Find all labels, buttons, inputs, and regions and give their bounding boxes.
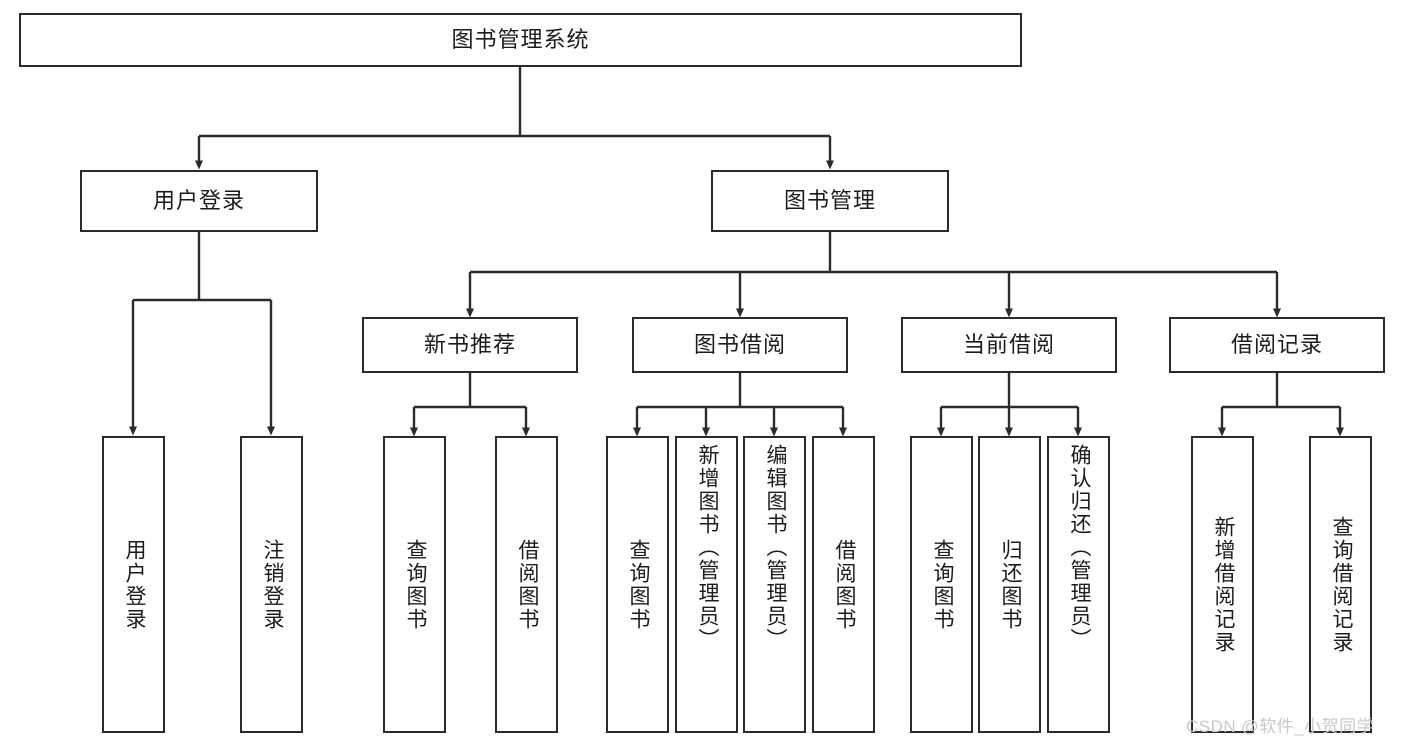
leaf-edit-book-label: 编辑图书（管理员） — [763, 444, 787, 651]
leaf-add-book[interactable]: 新增图书（管理员） — [675, 436, 738, 733]
node-root[interactable]: 图书管理系统 — [19, 13, 1022, 67]
leaf-borrow-book-rec[interactable]: 借阅图书 — [495, 436, 558, 733]
node-current-borrow-label: 当前借阅 — [962, 331, 1055, 357]
node-user-login-label: 用户登录 — [152, 187, 245, 213]
node-book-manage[interactable]: 图书管理 — [711, 170, 949, 232]
leaf-query-record[interactable]: 查询借阅记录 — [1309, 436, 1372, 733]
leaf-return-book[interactable]: 归还图书 — [978, 436, 1041, 733]
leaf-confirm-return-label: 确认归还（管理员） — [1067, 444, 1091, 651]
leaf-add-record[interactable]: 新增借阅记录 — [1191, 436, 1254, 733]
leaf-user-logout-label: 注销登录 — [260, 538, 284, 631]
node-borrow-record-label: 借阅记录 — [1230, 331, 1323, 357]
leaf-query-book-cur[interactable]: 查询图书 — [910, 436, 973, 733]
node-new-book-rec[interactable]: 新书推荐 — [362, 317, 578, 373]
node-user-login[interactable]: 用户登录 — [80, 170, 318, 232]
node-current-borrow[interactable]: 当前借阅 — [901, 317, 1117, 373]
node-book-borrow-label: 图书借阅 — [693, 331, 786, 357]
node-book-manage-label: 图书管理 — [783, 187, 876, 213]
leaf-add-record-label: 新增借阅记录 — [1211, 515, 1235, 654]
leaf-user-logout[interactable]: 注销登录 — [240, 436, 303, 733]
watermark: CSDN @软件_小贺同学 — [1186, 717, 1375, 736]
node-root-label: 图书管理系统 — [451, 26, 590, 52]
leaf-query-book-borrow-label: 查询图书 — [626, 538, 650, 631]
leaf-query-book-rec-label: 查询图书 — [403, 538, 427, 631]
node-borrow-record[interactable]: 借阅记录 — [1169, 317, 1385, 373]
leaf-borrow-book-rec-label: 借阅图书 — [515, 538, 539, 631]
leaf-user-login[interactable]: 用户登录 — [102, 436, 165, 733]
leaf-edit-book[interactable]: 编辑图书（管理员） — [743, 436, 806, 733]
leaf-user-login-label: 用户登录 — [122, 538, 146, 631]
leaf-query-book-cur-label: 查询图书 — [930, 538, 954, 631]
leaf-query-record-label: 查询借阅记录 — [1329, 515, 1353, 654]
leaf-borrow-book[interactable]: 借阅图书 — [812, 436, 875, 733]
node-book-borrow[interactable]: 图书借阅 — [632, 317, 848, 373]
leaf-query-book-borrow[interactable]: 查询图书 — [606, 436, 669, 733]
leaf-add-book-label: 新增图书（管理员） — [695, 444, 719, 651]
leaf-borrow-book-label: 借阅图书 — [832, 538, 856, 631]
leaf-return-book-label: 归还图书 — [998, 538, 1022, 631]
leaf-confirm-return[interactable]: 确认归还（管理员） — [1047, 436, 1110, 733]
node-new-book-rec-label: 新书推荐 — [423, 331, 516, 357]
leaf-query-book-rec[interactable]: 查询图书 — [383, 436, 446, 733]
